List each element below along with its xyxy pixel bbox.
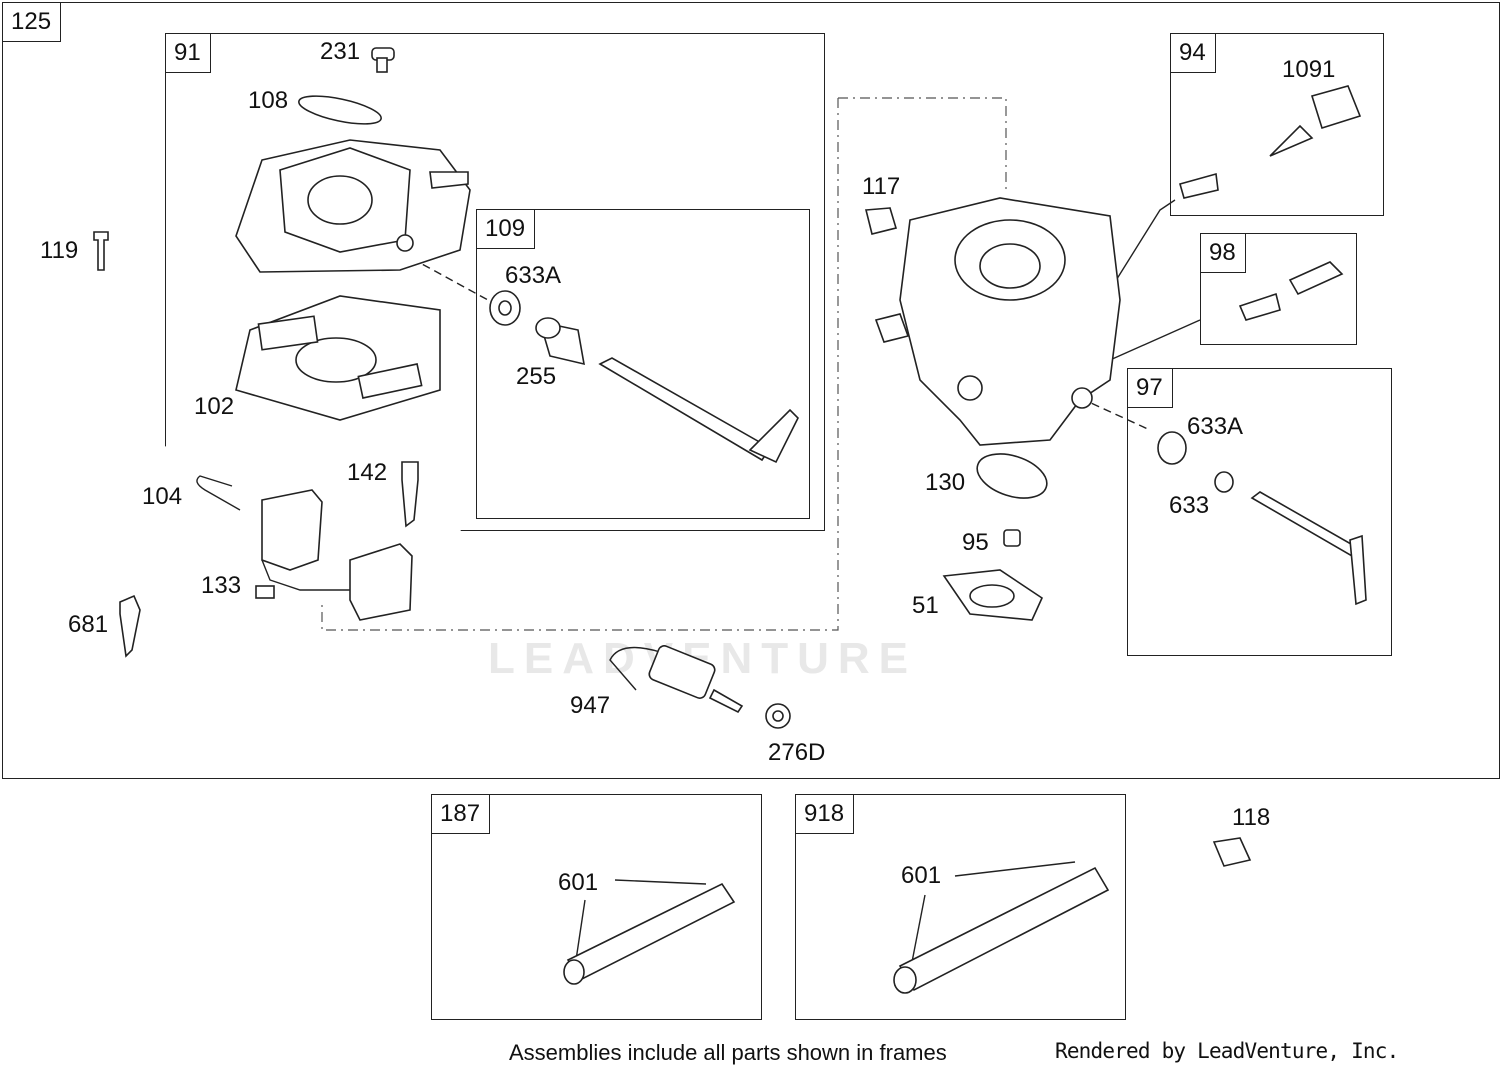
part-label-51: 51 [912, 592, 939, 619]
frame-label: 187 [432, 795, 491, 834]
assemblies-note: Assemblies include all parts shown in fr… [509, 1040, 947, 1065]
part-label-1091: 1091 [1282, 56, 1336, 83]
frame-label: 91 [166, 34, 211, 73]
frame-label: 125 [3, 3, 62, 42]
part-label-633: 633 [1169, 492, 1210, 519]
screw-icon [371, 47, 395, 73]
part-label-133: 133 [201, 572, 242, 599]
part-label-95: 95 [962, 529, 989, 556]
part-label-601-b: 601 [901, 862, 942, 889]
frame-109: 109 [476, 209, 810, 519]
part-label-255: 255 [516, 363, 557, 390]
frame-91: 91 [165, 33, 825, 531]
frame-label: 98 [1201, 234, 1246, 273]
part-label-130: 130 [925, 469, 966, 496]
frame-94: 94 [1170, 33, 1384, 216]
part-label-142: 142 [347, 459, 388, 486]
part-label-119: 119 [40, 237, 79, 264]
part-label-104: 104 [142, 483, 183, 510]
rendered-by-credit: Rendered by LeadVenture, Inc. [1055, 1039, 1399, 1063]
frame-187: 187 [431, 794, 762, 1020]
part-label-601: 601 [558, 869, 599, 896]
frame-918: 918 [795, 794, 1126, 1020]
part-label-108: 108 [248, 87, 289, 114]
frame-label: 97 [1128, 369, 1173, 408]
part-label-633a-right: 633A [1187, 413, 1244, 440]
part-label-117: 117 [862, 173, 901, 200]
frame-label: 94 [1171, 34, 1216, 73]
frame-label: 918 [796, 795, 855, 834]
frame-98: 98 [1200, 233, 1357, 345]
frame-97: 97 [1127, 368, 1392, 656]
part-label-947: 947 [570, 692, 611, 719]
part-label-633a: 633A [505, 262, 562, 289]
part-label-118: 118 [1232, 804, 1271, 831]
part-label-231: 231 [320, 38, 361, 65]
part-label-102: 102 [194, 393, 235, 420]
frame-label: 109 [477, 210, 536, 249]
part-label-681: 681 [68, 611, 109, 638]
part-label-276d: 276D [768, 739, 826, 766]
